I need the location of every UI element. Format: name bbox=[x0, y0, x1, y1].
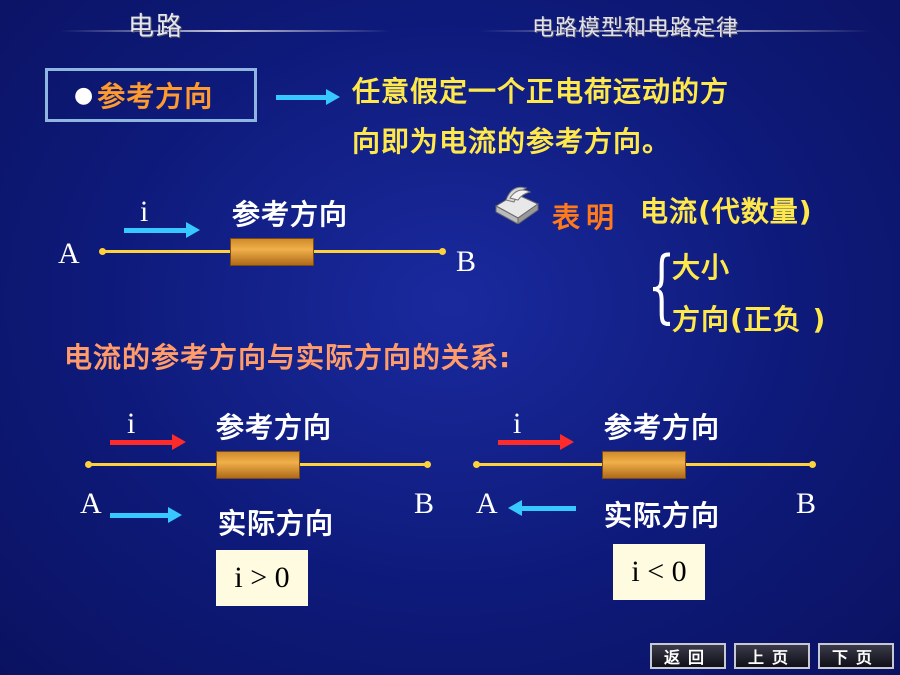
bullet-icon: ● bbox=[74, 82, 94, 108]
definition-text-line1: 任意假定一个正电荷运动的方 bbox=[352, 75, 730, 108]
definition-arrow bbox=[276, 89, 340, 105]
right-current-symbol: i bbox=[513, 407, 522, 440]
top-node-b: B bbox=[456, 245, 477, 278]
top-resistor bbox=[230, 238, 314, 266]
left-actual-label: 实际方向 bbox=[218, 507, 335, 540]
left-inequality: i > 0 bbox=[216, 550, 308, 606]
next-page-button[interactable]: 下页 bbox=[818, 643, 894, 669]
right-reference-arrow bbox=[498, 434, 574, 450]
relation-heading: 电流的参考方向与实际方向的关系: bbox=[64, 341, 512, 374]
prev-page-button[interactable]: 上页 bbox=[734, 643, 810, 669]
book-icon bbox=[492, 180, 540, 225]
right-actual-arrow bbox=[508, 500, 576, 516]
left-actual-arrow bbox=[110, 507, 182, 523]
brace-icon: { bbox=[647, 239, 676, 332]
right-actual-label: 实际方向 bbox=[604, 499, 721, 532]
right-wire-end-left bbox=[473, 461, 480, 468]
left-reference-label: 参考方向 bbox=[216, 411, 333, 444]
left-node-a: A bbox=[80, 487, 102, 520]
left-current-symbol: i bbox=[127, 407, 136, 440]
reference-direction-label: 参考方向 bbox=[97, 80, 214, 113]
right-wire-end-right bbox=[809, 461, 816, 468]
reference-direction-box: ● 参考方向 bbox=[45, 68, 257, 122]
header-left-title: 电路 bbox=[128, 12, 185, 42]
header-divider-left bbox=[60, 30, 390, 32]
top-reference-label: 参考方向 bbox=[232, 198, 349, 231]
left-node-b: B bbox=[414, 487, 435, 520]
top-current-symbol: i bbox=[140, 195, 149, 228]
meaning-item-magnitude: 大小 bbox=[672, 251, 731, 284]
top-wire-end-left bbox=[99, 248, 106, 255]
definition-text-line2: 向即为电流的参考方向。 bbox=[352, 125, 672, 158]
left-resistor bbox=[216, 451, 300, 479]
meaning-heading: 电流(代数量) bbox=[640, 195, 813, 228]
top-current-arrow bbox=[124, 222, 200, 238]
top-wire-end-right bbox=[439, 248, 446, 255]
right-node-a: A bbox=[476, 487, 498, 520]
left-wire-end-right bbox=[424, 461, 431, 468]
header-divider-right bbox=[480, 30, 870, 32]
header-right-title: 电路模型和电路定律 bbox=[532, 16, 740, 41]
top-node-a: A bbox=[58, 237, 80, 270]
meaning-item-direction: 方向(正负 ) bbox=[672, 303, 827, 336]
right-inequality: i < 0 bbox=[613, 544, 705, 600]
meaning-label: 表明 bbox=[552, 201, 621, 234]
left-wire-end-left bbox=[85, 461, 92, 468]
right-reference-label: 参考方向 bbox=[604, 411, 721, 444]
right-resistor bbox=[602, 451, 686, 479]
back-button[interactable]: 返回 bbox=[650, 643, 726, 669]
right-node-b: B bbox=[796, 487, 817, 520]
left-reference-arrow bbox=[110, 434, 186, 450]
